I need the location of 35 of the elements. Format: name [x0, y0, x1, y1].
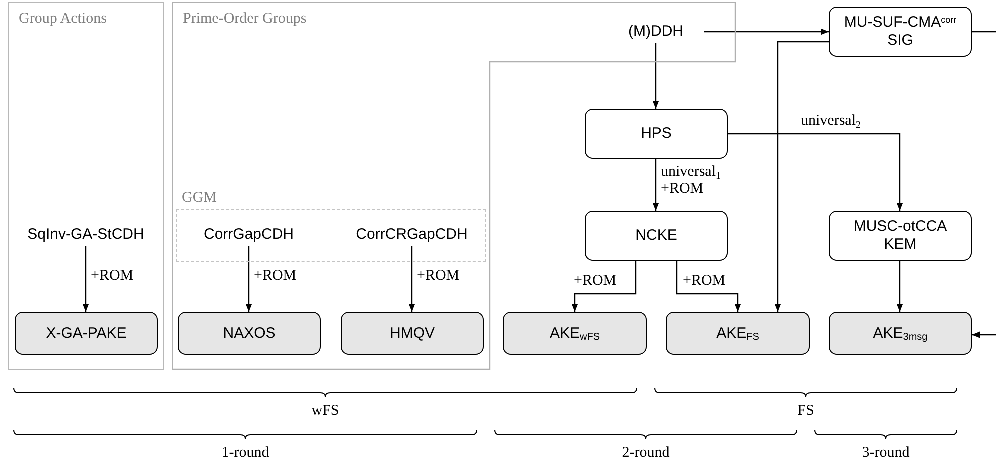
- scheme-box: HMQV: [341, 312, 484, 355]
- region-title: Prime-Order Groups: [183, 10, 307, 29]
- brace-label: 2-round: [622, 444, 670, 463]
- process-box: HPS: [585, 109, 728, 159]
- node-label: SqInv-GA-StCDH: [18, 224, 154, 246]
- process-box: MUSC-otCCA KEM: [829, 211, 972, 261]
- edge-label: universal$_{2}$: [800, 113, 862, 130]
- scheme-box: X-GA-PAKE: [15, 312, 158, 355]
- process-box: MU-SUF-CMA$^{corr}$ SIG: [829, 7, 972, 57]
- brace-label: 3-round: [862, 444, 910, 463]
- arrow: [652, 159, 660, 211]
- arrow: [572, 261, 637, 312]
- node-label: CorrGapCDH: [190, 224, 308, 246]
- arrow: [774, 41, 829, 312]
- brace-label: 1-round: [222, 444, 270, 463]
- scheme-box: AKE$_{FS}$: [666, 312, 810, 355]
- arrow: [676, 261, 742, 312]
- arrow: [972, 332, 996, 338]
- arrow: [408, 246, 416, 312]
- scheme-box: NAXOS: [178, 312, 321, 355]
- region-title: Group Actions: [19, 10, 107, 29]
- arrow: [896, 261, 904, 312]
- node-label: (M)DDH: [608, 21, 704, 43]
- arrow: [246, 246, 252, 312]
- scheme-box: AKE$_{3msg}$: [829, 312, 972, 355]
- node-label: CorrCRGapCDH: [348, 224, 476, 246]
- arrow: [652, 43, 660, 109]
- arrow: [704, 28, 829, 36]
- brace-label: FS: [798, 402, 814, 421]
- arrow: [82, 246, 90, 312]
- process-box: NCKE: [585, 211, 728, 261]
- region-title: GGM: [182, 189, 218, 208]
- brace-label: wFS: [312, 402, 340, 421]
- arrow: [728, 133, 904, 211]
- scheme-box: AKE$_{wFS}$: [503, 312, 647, 355]
